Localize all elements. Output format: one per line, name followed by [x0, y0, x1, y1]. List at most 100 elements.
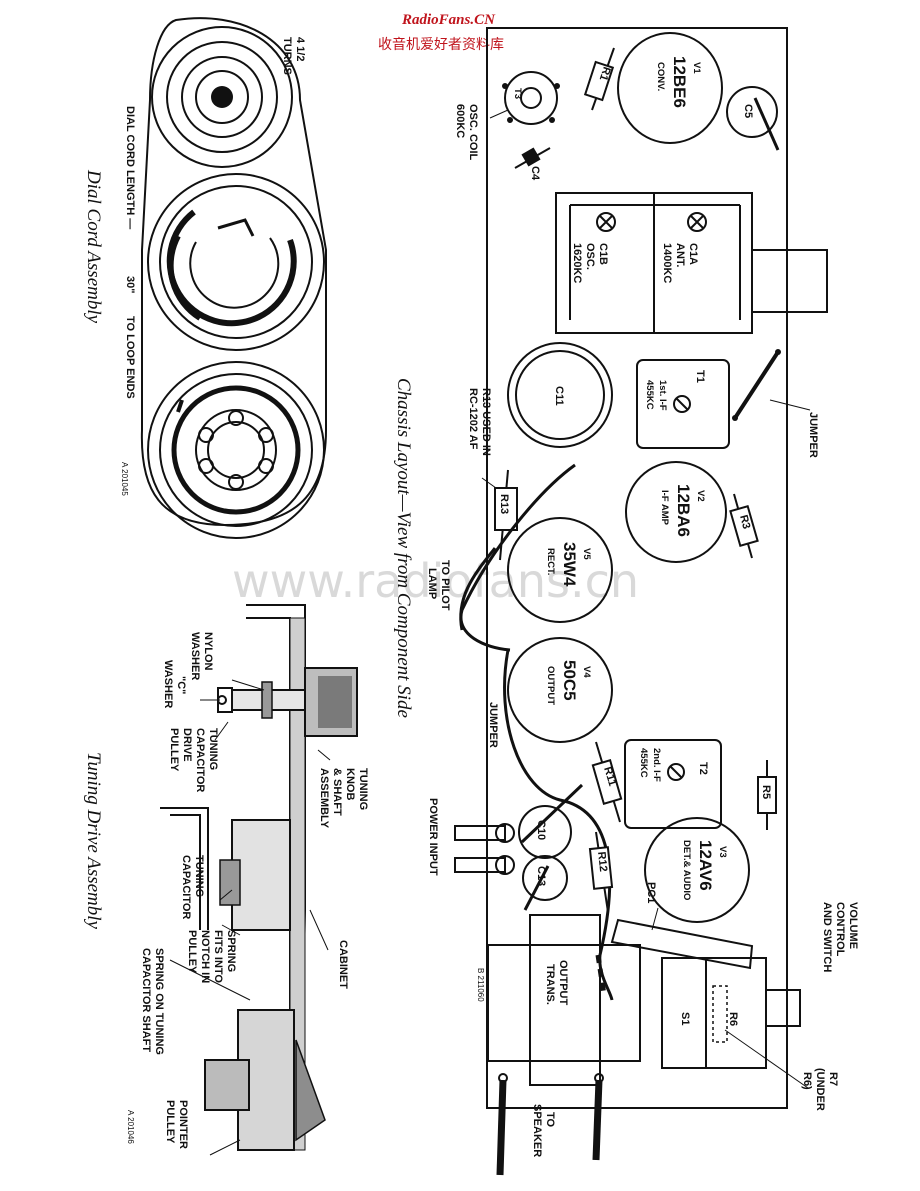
drive-pulley-label-1: TUNING — [207, 728, 219, 770]
capacitor-c11: C11 — [507, 342, 613, 448]
r5-label: R5 — [760, 785, 772, 799]
jumper-top: JUMPER — [732, 349, 819, 458]
resistor-r5: R5 — [757, 760, 777, 830]
tuning-drive-drawing-number: A 201046 — [126, 1110, 135, 1144]
t3-label: T3 — [512, 88, 523, 99]
jumper-bottom-label: JUMPER — [487, 702, 499, 748]
r3-label: R3 — [737, 514, 752, 531]
resistor-r12: R12 — [588, 831, 614, 913]
chassis-outline — [486, 27, 788, 1109]
drive-pulley-label-4: PULLEY — [168, 728, 180, 772]
site-subtitle: 收音机爱好者资料库 — [378, 36, 504, 53]
r7-label-2: (UNDER — [814, 1068, 826, 1111]
dial-cord-assembly: 4 1/2 TURNS DIAL CORD LENGTH — 30" TO LO… — [83, 17, 327, 539]
r6-label: R6 — [727, 1012, 739, 1026]
c5-label: C5 — [742, 104, 754, 118]
tube-v4-func: OUTPUT — [545, 666, 556, 705]
tuning-capacitor-c1: C1A ANT. 1400KC C1B OSC. 1620KC — [555, 192, 828, 334]
capacitor-c13: C13 — [522, 855, 568, 911]
tube-v1-type: 12BE6 — [670, 56, 689, 108]
tube-v3-type: 12AV6 — [696, 840, 715, 891]
power-input-connector: POWER INPUT — [427, 798, 515, 876]
pilot-lamp-label-2: LAMP — [426, 568, 438, 599]
r12-label: R12 — [595, 851, 609, 872]
cord-length-value: 30" — [124, 276, 136, 293]
volume-label-3: AND SWITCH — [821, 902, 833, 972]
t1-freq: 455KC — [644, 380, 655, 410]
tube-v1-func: CONV. — [655, 62, 666, 91]
c13-label: C13 — [535, 866, 547, 886]
c1b-func: OSC. — [584, 243, 596, 270]
pointer-pulley-label-1: POINTER — [177, 1100, 189, 1149]
t2-freq: 455KC — [638, 748, 649, 778]
chassis-layout: V1 12BE6 CONV. C5 R1 T3 OSC. COIL — [393, 27, 859, 1176]
t2-label: T2 — [697, 762, 709, 775]
output-trans-label-1: OUTPUT — [557, 960, 569, 1006]
knob-label-3: & SHAFT — [331, 768, 343, 816]
pilot-lamp-label-1: TO PILOT — [439, 560, 451, 611]
r13-note-line2: RC-1202 AF — [467, 388, 479, 450]
r7-label-3: R6) — [801, 1072, 813, 1090]
osc-coil-freq: 600KC — [454, 104, 466, 138]
dial-cord-drawing-number: A 201045 — [120, 462, 129, 496]
cord-length-suffix: TO LOOP ENDS — [124, 316, 136, 399]
tube-v2-func: I-F AMP — [659, 490, 670, 526]
tube-v4: V4 50C5 OUTPUT — [507, 637, 613, 743]
c1a-label: C1A — [687, 243, 699, 265]
nylon-washer-icon — [261, 681, 273, 719]
t2-func: 2nd. I-F — [651, 748, 662, 782]
c-washer-icon — [217, 687, 233, 713]
site-title: RadioFans.CN — [401, 12, 496, 28]
tuning-capacitor-label-1: TUNING — [193, 855, 205, 897]
tube-v5-id: V5 — [581, 548, 592, 560]
spring-label-4: PULLEY — [186, 930, 198, 974]
chassis-drawing-number: B 211060 — [476, 968, 485, 1002]
wire-c10 — [520, 783, 584, 844]
c1b-label: C1B — [597, 243, 609, 265]
c10-label: C10 — [535, 820, 547, 840]
c-washer-label-1: "C" — [175, 676, 187, 694]
pointer-pulley-icon — [204, 1009, 326, 1151]
tube-v1-id: V1 — [691, 62, 702, 74]
c11-label: C11 — [553, 386, 565, 406]
power-input-label: POWER INPUT — [427, 798, 439, 876]
jumper-top-label: JUMPER — [807, 412, 819, 458]
tube-v2-type: 12BA6 — [674, 484, 693, 537]
c1a-freq: 1400KC — [661, 243, 673, 283]
resistor-r13: R13 R13 USED IN RC-1202 AF — [467, 388, 518, 561]
drive-pulley-label-2: CAPACITOR — [194, 728, 206, 792]
c1a-trimmer-icon — [687, 212, 707, 232]
r13-label: R13 — [498, 494, 510, 514]
dial-cord-caption: Dial Cord Assembly — [83, 169, 104, 324]
c-washer-label-2: WASHER — [162, 660, 174, 708]
cabinet-label: CABINET — [337, 940, 349, 989]
capacitor-c10: C10 — [518, 805, 572, 859]
tube-v2: V2 12BA6 I-F AMP — [625, 461, 727, 563]
volume-label-1: VOLUME — [847, 902, 859, 949]
speaker-label-1: TO — [544, 1112, 556, 1128]
volume-label-2: CONTROL — [834, 902, 846, 957]
c4-label: C4 — [529, 166, 541, 181]
volume-control-switch: R6 S1 VOLUME CONTROL AND SWITCH R7 (UNDE… — [661, 902, 859, 1111]
capacitor-c5: C5 — [726, 86, 780, 151]
loop-pulley-icon — [147, 361, 325, 539]
watermark: www.radiofans.cn — [232, 554, 639, 608]
output-transformer: OUTPUT TRANS. — [487, 914, 641, 1086]
osc-coil-t3: T3 OSC. COIL 600KC — [454, 71, 560, 161]
nylon-washer-label-2: WASHER — [189, 632, 201, 680]
r11-label: R11 — [601, 765, 618, 787]
turns-value-label: 4 1/2 — [294, 37, 306, 61]
capacitor-c4: C4 — [514, 147, 551, 181]
s1-label: S1 — [679, 1012, 691, 1025]
spring-label-3: NOTCH IN — [199, 930, 211, 983]
osc-coil-label: OSC. COIL — [467, 104, 479, 161]
knob-label-1: TUNING — [357, 768, 369, 810]
tube-v3: V3 12AV6 DET.& AUDIO — [644, 817, 750, 923]
t1-label: T1 — [694, 370, 706, 383]
speaker-label-2: SPEAKER — [531, 1104, 543, 1157]
knob-label-2: KNOB — [344, 768, 356, 800]
cord-length-label: DIAL CORD LENGTH — — [124, 106, 136, 229]
tuning-knob-icon — [304, 667, 358, 737]
nylon-washer-label-1: NYLON — [202, 632, 214, 671]
speaker-leads: TO SPEAKER — [496, 1073, 604, 1176]
